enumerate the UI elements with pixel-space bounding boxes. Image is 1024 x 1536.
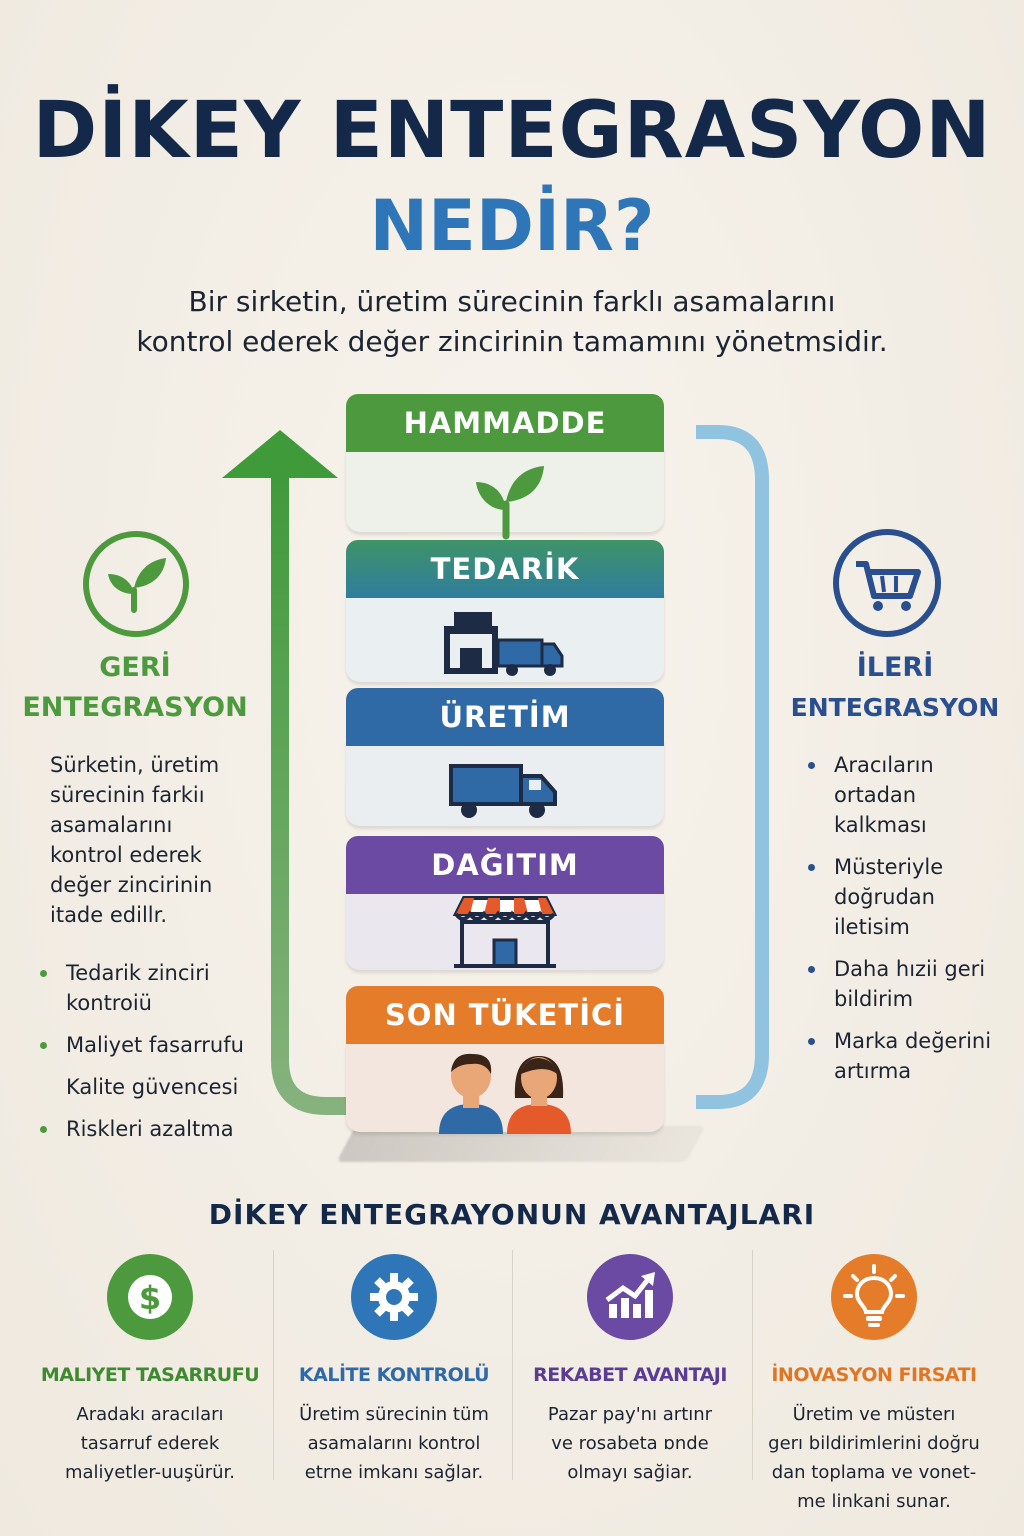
bullet-dot (40, 1042, 47, 1049)
divider (512, 1250, 513, 1480)
backward-bullet-list: Tedarik zinciri kontroiü Maliyet fasarru… (38, 958, 258, 1156)
people-icon (439, 1053, 571, 1134)
list-item: Aracıların ortadan kalkması (806, 750, 1002, 840)
bullet-dot (808, 864, 815, 871)
advantage-text: Üretim sürecinin tüm asamalarını kontrol… (299, 1404, 489, 1483)
bullet-dot (40, 970, 47, 977)
advantage-text: Pazar pay'nı artınr ve rosabeta ɒnde olm… (547, 1404, 713, 1483)
truck-icon (449, 764, 557, 818)
description-line: Sürketin, üretim (50, 753, 220, 777)
stage-band-tedarik: TEDARİK (346, 540, 664, 598)
stage-band-dagitim: DAĞITIM (346, 836, 664, 894)
forward-bullet-list: Aracıların ortadan kalkması Müsteriyle d… (806, 750, 1002, 1098)
advantage-cost-saving: $ MALIYET TASARRUFU Aradakı aracıları ta… (30, 1254, 270, 1487)
stage-panel-uretim (346, 740, 664, 826)
backward-description: Sürketin, üretim sürecinin farkiı asamal… (50, 750, 250, 930)
list-item: Müsteriyle doğrudan iletisim (806, 852, 1002, 942)
list-item: Daha hızii geri bildirim (806, 954, 1002, 1014)
page-title: DİKEY ENTEGRASYON (32, 86, 992, 176)
backward-arrow (222, 430, 356, 1115)
growth-chart-icon (605, 1272, 655, 1318)
lightbulb-icon (843, 1264, 905, 1327)
stage-label: ÜRETİM (439, 700, 571, 734)
stage-panel-son-tuketici (346, 1042, 664, 1134)
forward-heading-line-2: ENTEGRASYON (790, 693, 1000, 722)
description-line: değer zincirinin (50, 873, 213, 897)
stage-label: DAĞITIM (431, 848, 579, 882)
divider (752, 1250, 753, 1480)
bullet-dot (40, 1126, 47, 1133)
divider (273, 1250, 274, 1480)
list-item: Kalite güvencesi (66, 1075, 239, 1099)
factory-truck-icon (444, 612, 564, 676)
bullet-dot (808, 966, 815, 973)
list-item: Tedarik zinciri kontroiü (38, 958, 258, 1018)
store-icon (452, 896, 558, 968)
advantage-text: Aradakı aracıları tasarruf ederek maliye… (64, 1404, 236, 1483)
stage-panel-tedarik (346, 590, 664, 682)
stage-panel-hammadde (346, 446, 664, 540)
advantage-icon-circle: $ (107, 1254, 193, 1340)
advantage-icon-circle (351, 1254, 437, 1340)
backward-leaf-icon (83, 531, 189, 637)
advantage-quality-control: KALİTE KONTROLÜ Üretim sürecinin tüm asa… (274, 1254, 514, 1487)
definition-line-1: Bir sirketin, üretim sürecinin farklı as… (188, 285, 836, 318)
stage-band-hammadde: HAMMADDE (346, 394, 664, 452)
advantage-innovation: İNOVASYON FIRSATI Üretim ve müsterı gerı… (754, 1254, 994, 1516)
stage-label: HAMMADDE (403, 406, 607, 440)
stage-panel-dagitim (346, 884, 664, 970)
advantage-text: Üretim ve müsterı gerı bildirimlerini do… (768, 1404, 980, 1512)
description-line: sürecinin farkiı (50, 783, 205, 807)
stage-band-uretim: ÜRETİM (346, 688, 664, 746)
advantage-competitive-edge: REKABET AVANTAJI Pazar pay'nı artınr ve … (510, 1254, 750, 1487)
description-line: asamalarını (50, 813, 173, 837)
list-item: Marka değerini artırma (806, 1026, 1002, 1086)
forward-heading-line-1: İLERİ (856, 652, 934, 683)
bullet-dot (808, 762, 815, 769)
backward-heading-line-1: GERİ (99, 652, 171, 683)
cart-icon (833, 529, 941, 637)
page-title-question: NEDİR? (369, 185, 655, 267)
definition-line-2: kontrol ederek değer zincirinin tamamını… (136, 325, 888, 358)
advantage-heading: REKABET AVANTAJI (533, 1364, 727, 1386)
stage-label: TEDARİK (430, 552, 580, 586)
forward-bracket (696, 425, 769, 1109)
list-item: Maliyet fasarrufu (38, 1030, 258, 1060)
bullet-dot (808, 1038, 815, 1045)
advantage-heading: İNOVASYON FIRSATI (771, 1364, 977, 1386)
definition: Bir sirketin, üretim sürecinin farklı as… (112, 282, 912, 362)
leaf-icon (476, 466, 544, 540)
stage-band-son-tuketici: SON TÜKETİCİ (346, 986, 664, 1044)
dollar-icon: $ (128, 1275, 172, 1319)
advantage-heading: MALIYET TASARRUFU (40, 1364, 260, 1386)
svg-text:$: $ (139, 1279, 161, 1317)
backward-heading: GERİ ENTEGRASYON (10, 650, 260, 726)
list-item: Riskleri azaltma (38, 1114, 258, 1144)
advantages-title: DİKEY ENTEGRAYONUN AVANTAJLARI (208, 1198, 816, 1231)
advantage-heading: KALİTE KONTROLÜ (298, 1364, 490, 1386)
stage-label: SON TÜKETİCİ (384, 998, 626, 1032)
advantage-icon-circle (831, 1254, 917, 1340)
forward-heading: İLERİ ENTEGRASYON (770, 650, 1020, 726)
gear-icon (370, 1273, 418, 1321)
description-line: kontrol ederek (50, 843, 202, 867)
description-line: itade edillr. (50, 903, 167, 927)
advantage-icon-circle (587, 1254, 673, 1340)
backward-heading-line-2: ENTEGRASYON (22, 692, 248, 723)
